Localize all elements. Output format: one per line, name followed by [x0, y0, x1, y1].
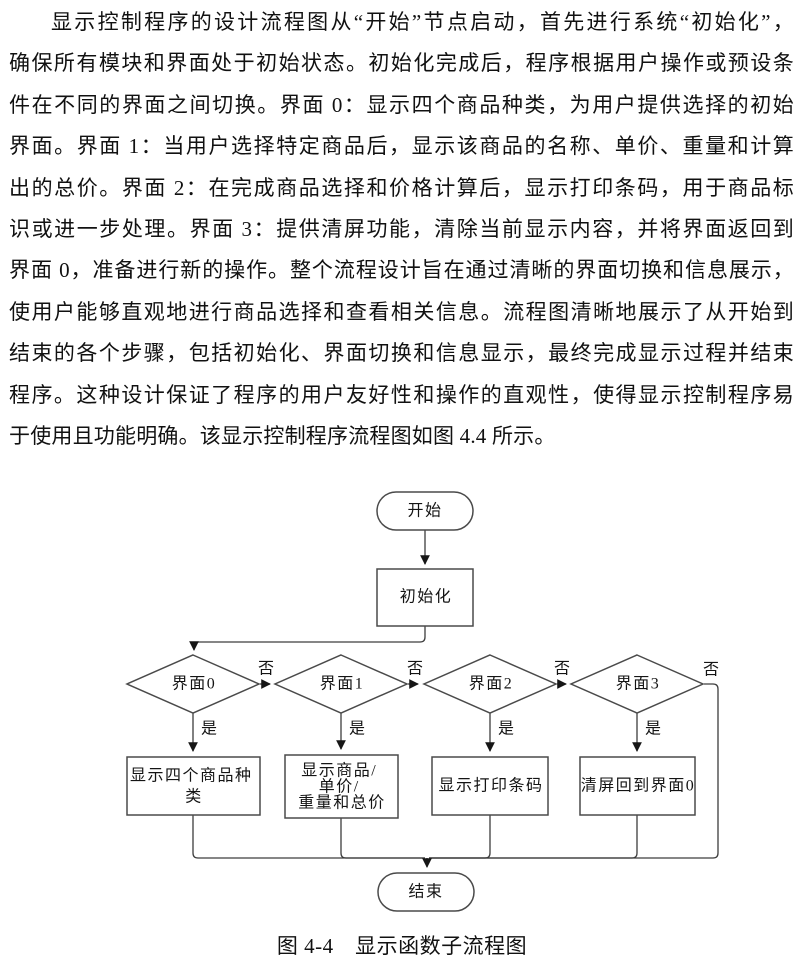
- end-terminator: [377, 872, 475, 912]
- decision0-label: 界面0: [172, 675, 217, 693]
- action1-box: [284, 754, 399, 819]
- yes-label-1: 是: [349, 721, 365, 738]
- action1-label: 显示商品/ 单价/ 重量和总价: [298, 758, 386, 812]
- paragraph-line: 显示控制程序的设计流程图从“开始”节点启动，首先进行系统“初始化”，: [51, 10, 794, 34]
- paragraph-line: 确保所有模块和界面处于初始状态。初始化完成后，程序根据用户操作或预设条: [9, 51, 794, 76]
- body-paragraph: 显示控制程序的设计流程图从“开始”节点启动，首先进行系统“初始化”， 确保所有模…: [9, 2, 794, 457]
- action0-label: 显示四个商品种 类: [130, 763, 258, 806]
- action2-box: [431, 756, 549, 816]
- paragraph-line: 界面。界面 1：当用户选择特定商品后，显示该商品的名称、单价、重量和计算: [9, 134, 794, 159]
- action3-label: 清屏回到界面0: [581, 777, 696, 795]
- action0-box: [126, 756, 261, 816]
- paragraph-line: 界面 0，准备进行新的操作。整个流程设计旨在通过清晰的界面切换和信息展示，: [9, 258, 794, 283]
- yes-label-2: 是: [498, 721, 514, 738]
- start-label: 开始: [407, 502, 442, 520]
- figure-caption: 图 4-4 显示函数子流程图: [276, 934, 528, 958]
- connector-action0-to-merge: [192, 815, 425, 859]
- decision3-label: 界面3: [616, 675, 661, 693]
- decision2-label: 界面2: [469, 675, 514, 693]
- yes-label-3: 是: [645, 721, 661, 738]
- paragraph-line: 出的总价。界面 2：在完成商品选择和价格计算后，显示打印条码，用于商品标: [9, 175, 794, 200]
- paragraph-line: 结束的各个步骤，包括初始化、界面切换和信息显示，最终完成显示过程并结束: [9, 341, 794, 366]
- connector-action2-to-merge: [429, 815, 491, 859]
- decision3-diamond: [569, 654, 705, 714]
- flowchart: 开始 初始化 界面0 界面1 界面2 界面3 否 否 否 否 是 是 是 是 显…: [125, 491, 719, 912]
- connector-decision3-no: [429, 683, 719, 859]
- paragraph-line: 使用户能够直观地进行商品选择和查看相关信息。流程图清晰地展示了从开始到: [9, 299, 794, 324]
- paragraph-line: 程序。这种设计保证了程序的用户友好性和操作的直观性，使得显示控制程序易: [9, 382, 794, 407]
- connector-action1-to-merge: [340, 818, 425, 859]
- yes-label-0: 是: [201, 721, 217, 738]
- no-label-1: 否: [407, 661, 423, 678]
- no-label-2: 否: [554, 661, 570, 678]
- start-terminator: [376, 491, 474, 531]
- no-label-3: 否: [703, 662, 719, 679]
- decision1-label: 界面1: [320, 675, 365, 693]
- end-label: 结束: [408, 883, 443, 901]
- decision0-diamond: [125, 654, 261, 714]
- no-label-0: 否: [258, 661, 274, 678]
- connector-action3-to-merge: [429, 815, 638, 859]
- paragraph-line: 识或进一步处理。界面 3：提供清屏功能，清除当前显示内容，并将界面返回到: [9, 216, 794, 241]
- action2-label: 显示打印条码: [438, 777, 543, 795]
- action3-box: [579, 756, 696, 816]
- init-label: 初始化: [400, 588, 453, 606]
- decision2-diamond: [422, 654, 558, 714]
- init-process-box: [376, 568, 474, 627]
- decision1-diamond: [273, 654, 409, 714]
- paragraph-line: 于使用且功能明确。该显示控制程序流程图如图 4.4 所示。: [9, 423, 556, 448]
- paragraph-line: 件在不同的界面之间切换。界面 0：显示四个商品种类，为用户提供选择的初始: [9, 92, 794, 117]
- connector-init-to-decision0: [189, 626, 426, 651]
